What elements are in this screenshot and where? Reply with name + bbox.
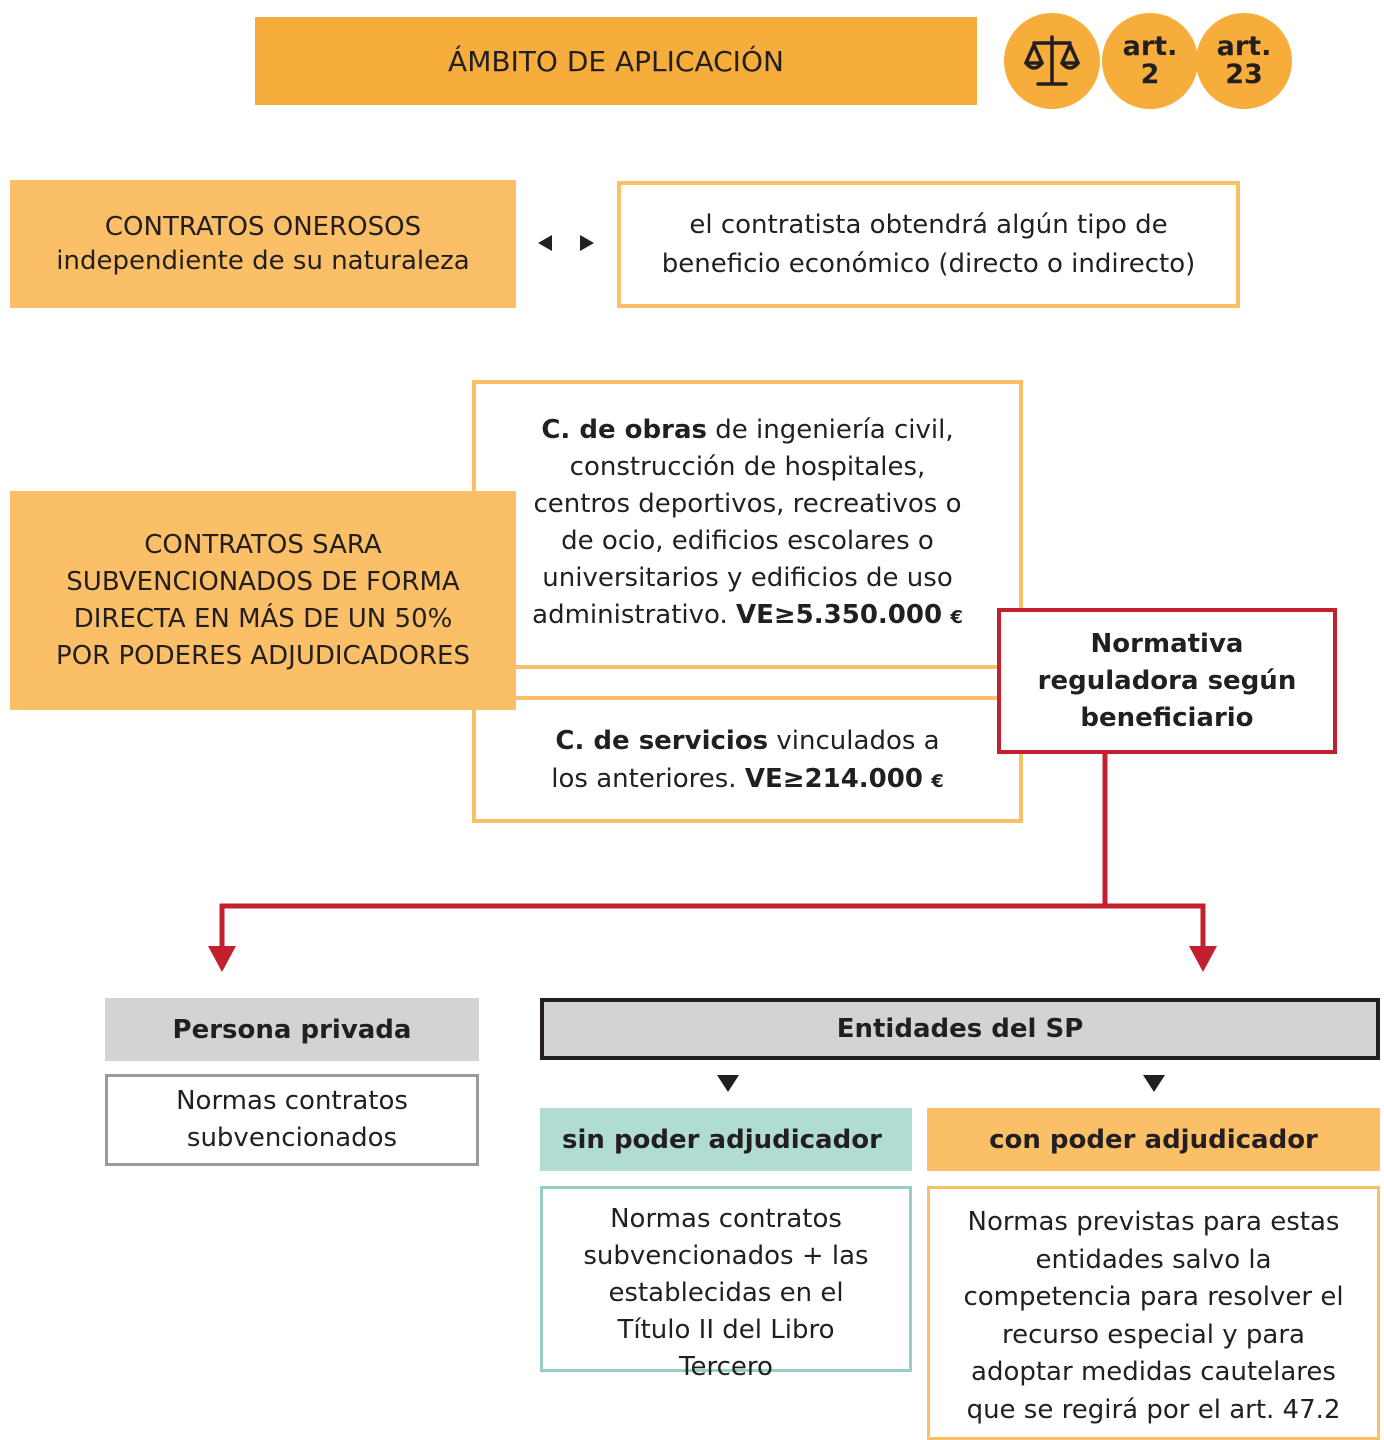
section-title-banner: ÁMBITO DE APLICACIÓN	[255, 17, 977, 105]
sin-poder-line-3: establecidas en el	[608, 1278, 844, 1308]
normativa-reguladora-box: Normativa reguladora según beneficiario	[997, 608, 1337, 754]
obras-currency: €	[950, 607, 963, 628]
onerosos-title: CONTRATOS ONEROSOS	[104, 212, 422, 242]
obras-bold: C. de obras	[541, 415, 707, 445]
servicios-bold: C. de servicios	[555, 726, 769, 756]
contratos-sara-box: CONTRATOS SARA SUBVENCIONADOS DE FORMA D…	[10, 491, 516, 710]
sin-poder-line-5: Tercero	[679, 1352, 773, 1382]
connector-to-entidades	[1105, 903, 1206, 950]
obras-line-1: C. de obras de ingeniería civil,	[541, 415, 954, 445]
sin-poder-adjudicador-body: Normas contratos subvencionados + las es…	[540, 1186, 912, 1382]
con-poder-line-3: competencia para resolver el	[963, 1282, 1344, 1312]
article-23-number: 23	[1225, 59, 1263, 90]
obras-line-6: administrativo. VE≥5.350.000 €	[532, 600, 963, 630]
down-triangle-icon	[717, 1075, 739, 1092]
sin-poder-line-1: Normas contratos	[610, 1204, 842, 1234]
section-title: ÁMBITO DE APLICACIÓN	[448, 44, 784, 78]
connector-to-persona-privada	[219, 903, 1105, 950]
obras-line-2: construcción de hospitales,	[569, 452, 926, 482]
con-poder-line-5: adoptar medidas cautelares	[971, 1357, 1336, 1387]
balance-scale-icon	[1024, 35, 1080, 86]
sara-line-2: SUBVENCIONADOS DE FORMA	[66, 566, 460, 597]
con-poder-line-6: que se regirá por el art. 47.2	[966, 1394, 1341, 1425]
obras-geq-symbol: ≥	[773, 600, 796, 630]
contratos-servicios-box: C. de servicios vinculados a los anterio…	[472, 696, 1023, 823]
con-poder-line-2: entidades salvo la	[1035, 1244, 1272, 1275]
normativa-line-1: Normativa	[1090, 628, 1244, 659]
con-poder-line-1: Normas previstas para estas	[967, 1207, 1340, 1237]
beneficio-economico-box: el contratista obtendrá algún tipo de be…	[617, 181, 1240, 308]
onerosos-subtitle: independiente de su naturaleza	[56, 246, 470, 276]
article-2-label: art.	[1122, 31, 1178, 62]
beneficio-line-2: beneficio económico (directo o indirecto…	[661, 248, 1196, 279]
sin-poder-line-4: Título II del Libro	[617, 1315, 835, 1345]
down-triangle-icon	[1143, 1075, 1165, 1092]
con-poder-adjudicador-body: Normas previstas para estas entidades sa…	[927, 1186, 1380, 1440]
con-poder-line-4: recurso especial y para	[1002, 1319, 1305, 1350]
con-poder-adjudicador-header: con poder adjudicador	[927, 1108, 1380, 1171]
arrowhead-right	[1189, 946, 1217, 972]
sin-poder-line-2: subvencionados + las	[583, 1241, 869, 1271]
article-23-label: art.	[1216, 31, 1272, 62]
arrowhead-left	[208, 946, 236, 972]
sara-bold: SUBVENCIONADOS	[66, 566, 314, 597]
contratos-obras-box: C. de obras de ingeniería civil, constru…	[472, 380, 1023, 669]
article-2-badge: art. 2	[1102, 13, 1198, 109]
persona-privada-line-1: Normas contratos	[176, 1086, 408, 1116]
obras-ve-label: VE	[735, 600, 774, 630]
contratos-onerosos-box: CONTRATOS ONEROSOS independiente de su n…	[10, 180, 516, 308]
beneficio-line-1: el contratista obtendrá algún tipo de	[689, 209, 1168, 240]
obras-line-3: centros deportivos, recreativos o	[533, 489, 962, 519]
obras-line-5: universitarios y edificios de uso	[542, 563, 953, 593]
scale-badge	[1004, 13, 1100, 109]
servicios-line-2: los anteriores. VE≥214.000 €	[551, 764, 944, 794]
article-23-badge: art. 23	[1196, 13, 1292, 109]
article-2-number: 2	[1140, 59, 1160, 90]
normativa-line-2: reguladora según	[1037, 665, 1297, 696]
normativa-line-3: beneficiario	[1080, 702, 1254, 733]
servicios-line-1: C. de servicios vinculados a	[555, 726, 940, 756]
entidades-sp-header: Entidades del SP	[540, 998, 1380, 1060]
obras-line-4: de ocio, edificios escolares o	[561, 526, 934, 556]
sin-poder-adjudicador-header: sin poder adjudicador	[540, 1108, 912, 1171]
servicios-currency: €	[931, 771, 944, 792]
bidirectional-arrows-icon	[538, 235, 594, 251]
sara-line-1: CONTRATOS SARA	[144, 529, 382, 560]
persona-privada-header: Persona privada	[105, 998, 479, 1061]
servicios-ve-label: VE	[744, 764, 783, 794]
obras-ve-value: 5.350.000	[795, 600, 943, 630]
sara-line-3: DIRECTA EN MÁS DE UN 50%	[73, 603, 453, 634]
servicios-geq-symbol: ≥	[782, 764, 805, 794]
persona-privada-line-2: subvencionados	[186, 1123, 398, 1153]
persona-privada-body: Normas contratos subvencionados	[105, 1074, 479, 1166]
servicios-ve-value: 214.000	[804, 764, 923, 794]
sara-line-4: POR PODERES ADJUDICADORES	[56, 640, 470, 671]
